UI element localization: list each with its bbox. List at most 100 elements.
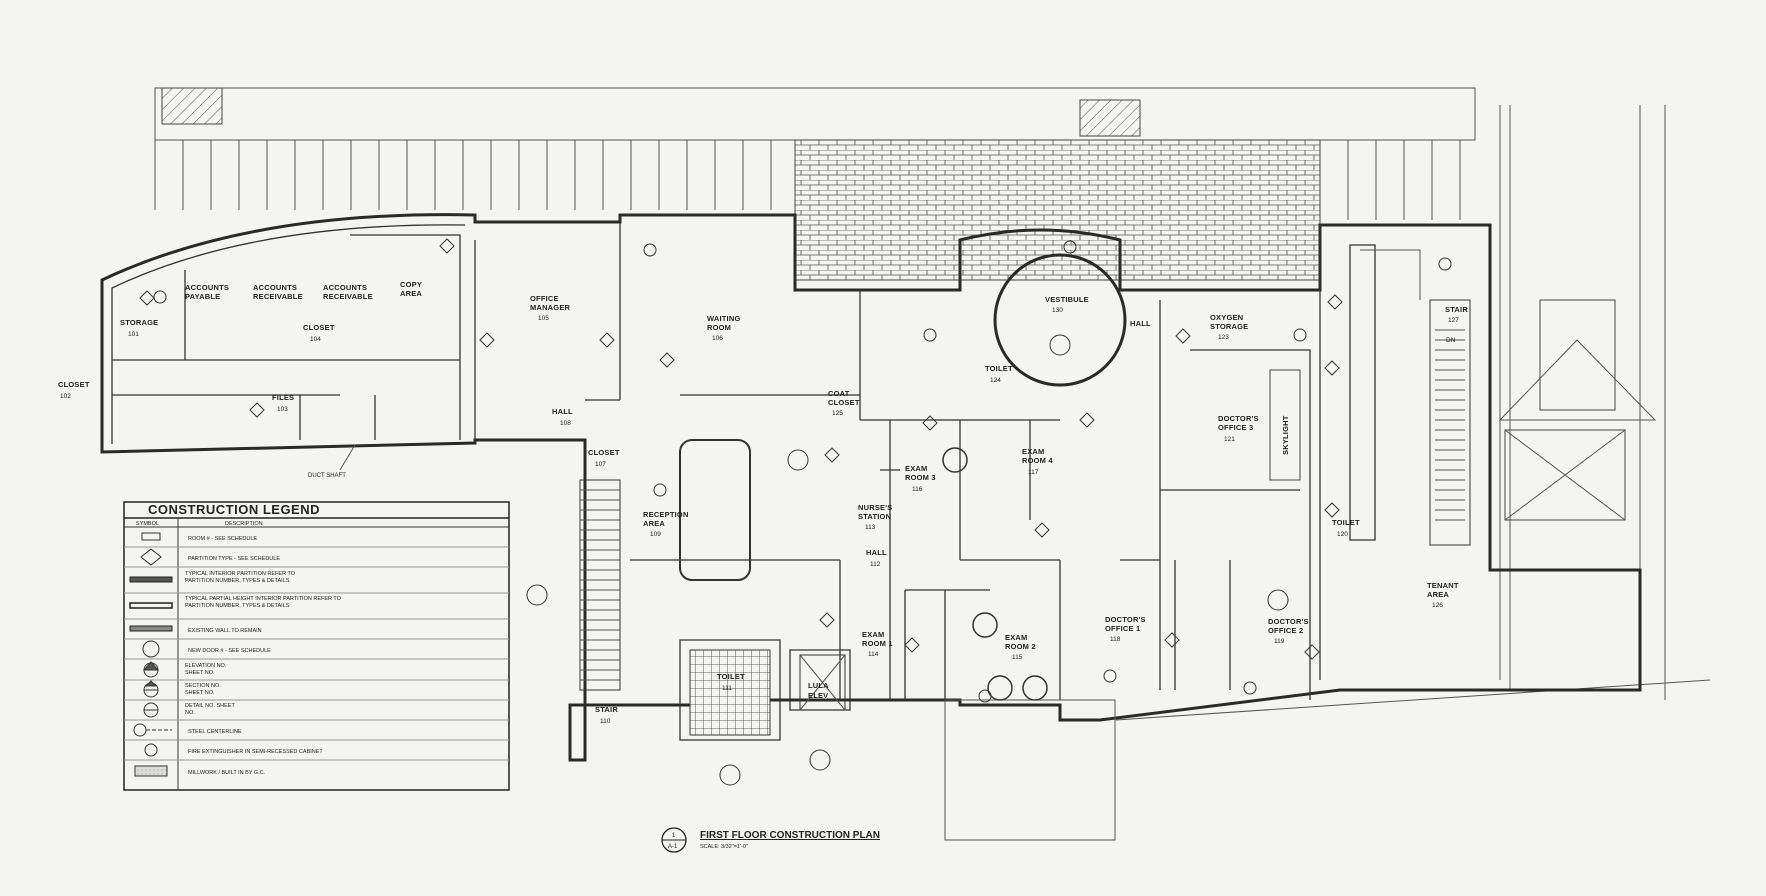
- partition-tag: [819, 612, 835, 628]
- room-doctor2-num: 119: [1274, 638, 1285, 645]
- room-oxygen-num: 123: [1218, 334, 1229, 341]
- room-toilet-124-label: TOILET: [985, 364, 1013, 373]
- room-tenant-num: 126: [1432, 602, 1443, 609]
- partition-tag: [1164, 632, 1180, 648]
- room-exam3-label2: ROOM 3: [905, 473, 936, 482]
- room-stair-127-label: STAIR: [1445, 305, 1468, 314]
- duct-shaft-leader: [339, 444, 356, 471]
- legend-symbol-room-tag: [141, 532, 161, 541]
- section-marker: [972, 612, 998, 638]
- legend-symbol-section: [143, 680, 159, 698]
- door-tag: [1063, 240, 1077, 254]
- room-waiting-label2: ROOM: [707, 323, 731, 332]
- room-tenant-label2: AREA: [1427, 590, 1449, 599]
- elevation-marker: [1267, 589, 1289, 611]
- building-walls: [100, 213, 1642, 762]
- room-accounts-receivable-2-label2: RECEIVABLE: [323, 292, 373, 301]
- room-nurses-label1: NURSE'S: [858, 503, 892, 512]
- partition-tag: [139, 290, 155, 306]
- legend-row-1-desc: ROOM # - SEE SCHEDULE: [188, 536, 257, 542]
- room-vestibule-num: 130: [1052, 307, 1063, 314]
- drawing-callout-number: 1: [672, 833, 676, 839]
- partition-tag: [659, 352, 675, 368]
- room-toilet-111-label: TOILET: [717, 672, 745, 681]
- entrance-steps: [944, 699, 1116, 841]
- room-exam3-label1: EXAM: [905, 464, 927, 473]
- door-tag: [153, 290, 167, 304]
- room-office-manager-num: 105: [538, 315, 549, 322]
- room-exam3-num: 116: [912, 486, 923, 493]
- room-files-label: FILES: [272, 393, 294, 402]
- room-vestibule-label: VESTIBULE: [1045, 295, 1089, 304]
- room-accounts-payable-label1: ACCOUNTS: [185, 283, 229, 292]
- room-hall-108-label: HALL: [552, 407, 573, 416]
- legend-row-12-desc: MILLWORK / BUILT IN BY G.C.: [188, 770, 266, 776]
- room-accounts-payable-label2: PAYABLE: [185, 292, 220, 301]
- room-toilet-120-label: TOILET: [1332, 518, 1360, 527]
- partition-tag: [249, 402, 265, 418]
- elevation-marker: [809, 749, 831, 771]
- drawing-callout-sheet: A-1: [668, 844, 678, 850]
- room-office-manager-label2: MANAGER: [530, 303, 571, 312]
- room-accounts-receivable-2-label1: ACCOUNTS: [323, 283, 367, 292]
- legend-symbol-elevation: [142, 661, 160, 678]
- room-stair-110-num: 110: [600, 718, 611, 725]
- room-reception-label2: AREA: [643, 519, 665, 528]
- room-office-manager-label1: OFFICE: [530, 294, 559, 303]
- door-tag: [1293, 328, 1307, 342]
- room-copy-area-label1: COPY: [400, 280, 422, 289]
- stair-right-hatch: [1360, 249, 1421, 300]
- room-exam1-label2: ROOM 1: [862, 639, 893, 648]
- duct-shaft-note: DUCT SHAFT: [308, 473, 346, 479]
- room-stair-127-num: 127: [1448, 317, 1459, 324]
- canopy-right: [1498, 299, 1657, 521]
- elevation-marker: [526, 584, 548, 606]
- room-exam2-label2: ROOM 2: [1005, 642, 1036, 651]
- partition-tag: [1175, 328, 1191, 344]
- stair-left-treads: [579, 479, 621, 691]
- toilet-tile-floor: [689, 649, 771, 736]
- partition-tag: [1324, 502, 1340, 518]
- room-closet-102-label: CLOSET: [58, 380, 90, 389]
- room-lula-label2: ELEV: [808, 691, 828, 700]
- legend-row-9-desc: DETAIL NO. SHEET NO.: [185, 703, 235, 716]
- room-toilet-111-num: 111: [722, 685, 732, 692]
- room-tenant-label1: TENANT: [1427, 581, 1459, 590]
- room-hall-108-num: 108: [560, 420, 571, 427]
- room-stair-127-dn: DN: [1446, 337, 1456, 344]
- partition-tags: [139, 238, 1452, 786]
- room-storage-num: 101: [128, 331, 139, 338]
- room-exam4-num: 117: [1028, 469, 1039, 476]
- legend-symbol-existing-wall: [129, 625, 173, 632]
- legend-row-4-desc: TYPICAL PARTIAL HEIGHT INTERIOR PARTITIO…: [185, 596, 341, 609]
- room-hall-right-label: HALL: [1130, 319, 1151, 328]
- reception-desk: [679, 439, 751, 581]
- room-exam2-num: 115: [1012, 654, 1023, 661]
- partition-tag: [904, 637, 920, 653]
- legend-row-5-desc: EXISTING WALL TO REMAIN: [188, 628, 262, 634]
- room-nurses-label2: STATION: [858, 512, 891, 521]
- section-marker: [987, 675, 1013, 701]
- section-marker: [942, 447, 968, 473]
- room-accounts-receivable-1-label1: ACCOUNTS: [253, 283, 297, 292]
- room-reception-label1: RECEPTION: [643, 510, 689, 519]
- elevation-marker: [1049, 334, 1071, 356]
- room-accounts-receivable-1-label2: RECEIVABLE: [253, 292, 303, 301]
- door-tag: [643, 243, 657, 257]
- door-tag: [653, 483, 667, 497]
- partition-tag: [1079, 412, 1095, 428]
- room-oxygen-label1: OXYGEN: [1210, 313, 1243, 322]
- partition-tag: [1324, 360, 1340, 376]
- legend-row-6-desc: NEW DOOR # - SEE SCHEDULE: [188, 648, 271, 654]
- partition-tag: [1327, 294, 1343, 310]
- room-coat-closet-num: 125: [832, 410, 843, 417]
- room-files-num: 103: [277, 406, 288, 413]
- room-closet-107-num: 107: [595, 461, 606, 468]
- elevation-marker: [719, 764, 741, 786]
- room-doctor3-num: 121: [1224, 436, 1235, 443]
- legend-symbol-partial-height: [129, 602, 173, 609]
- room-nurses-num: 113: [865, 524, 876, 531]
- vestibule-rotunda: [993, 253, 1127, 387]
- legend-symbol-steel-centerline: [133, 723, 172, 737]
